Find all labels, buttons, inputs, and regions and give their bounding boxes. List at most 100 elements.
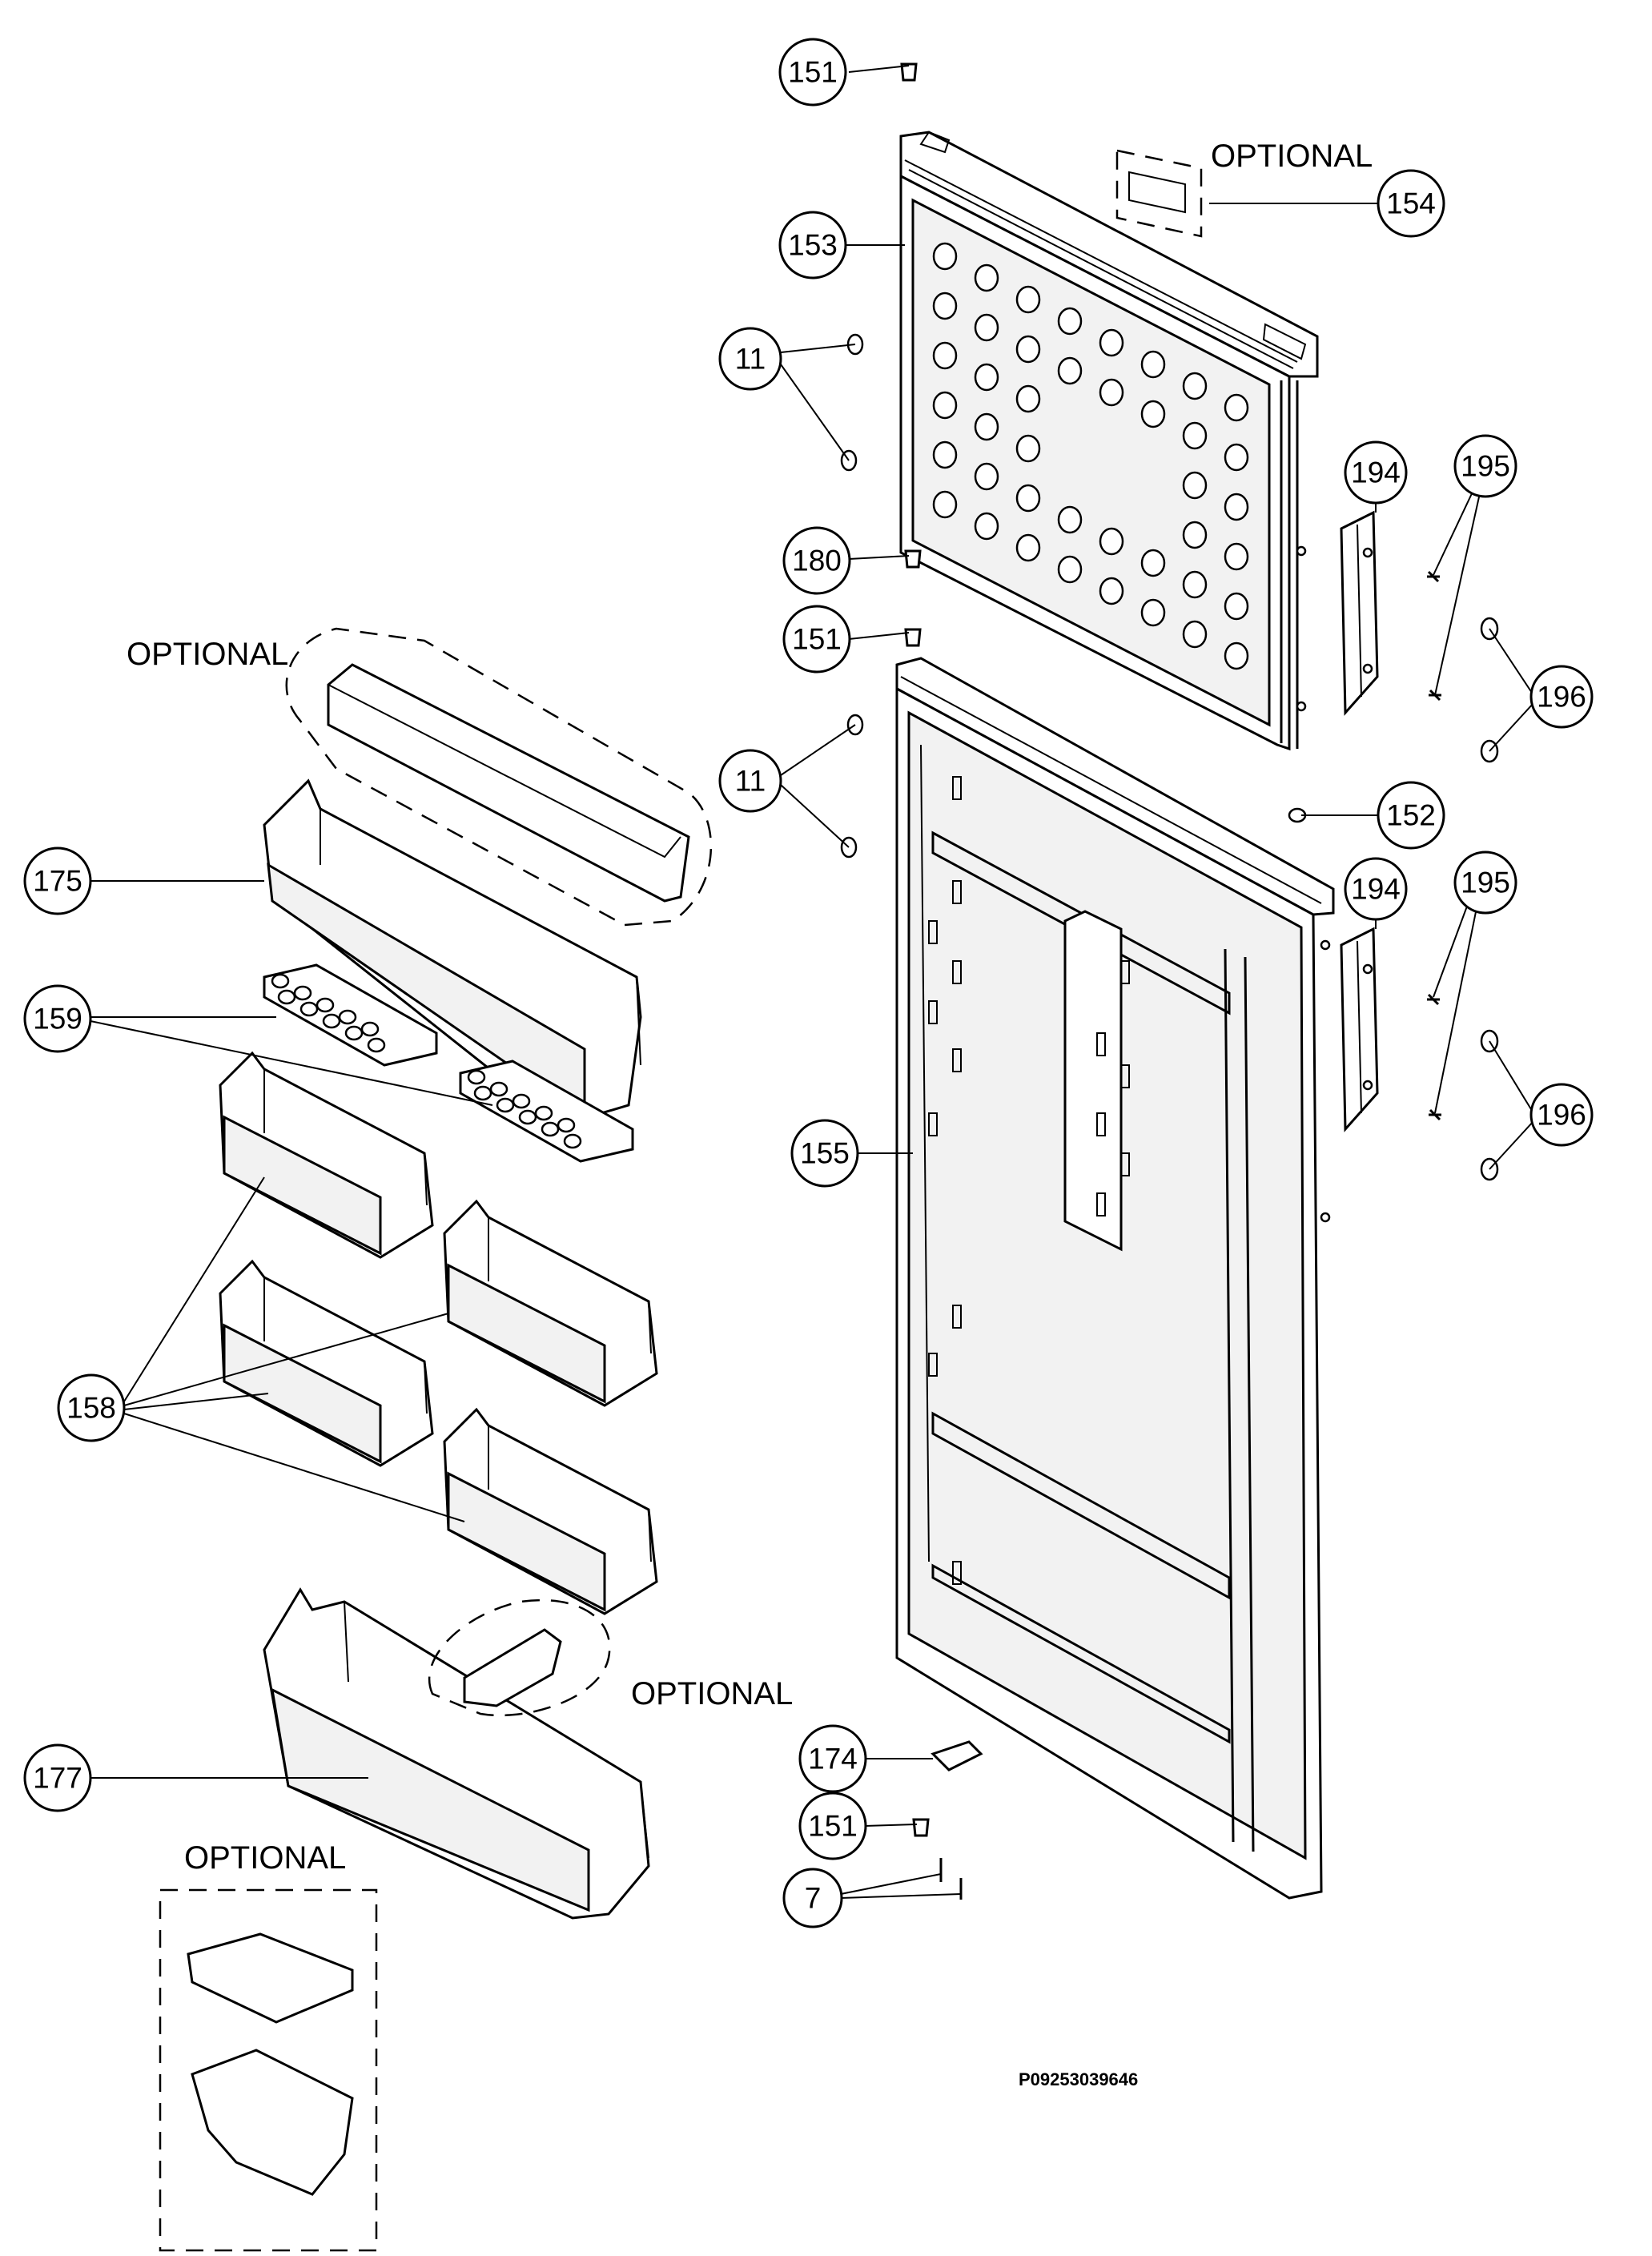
freezer-dimple	[974, 512, 999, 541]
callout-195-upper-label: 195	[1461, 450, 1510, 483]
drawing-code: P09253039646	[1019, 2069, 1138, 2089]
callout-174: 174	[798, 1724, 867, 1793]
callout-194-upper-label: 194	[1351, 456, 1401, 489]
callout-158: 158	[57, 1373, 126, 1442]
callout-175: 175	[23, 847, 92, 915]
callout-7: 7	[782, 1868, 843, 1928]
callout-11-upper: 11	[718, 327, 782, 391]
bin-175	[263, 778, 642, 1127]
door-slot	[928, 1353, 938, 1377]
callout-153: 153	[778, 211, 847, 279]
freezer-dimple	[1224, 592, 1249, 621]
egg-hole	[360, 1021, 380, 1037]
freezer-dimple	[1015, 384, 1041, 413]
bin-158-edge	[263, 1069, 428, 1206]
freezer-dimple	[1140, 350, 1166, 379]
egg-hole	[557, 1117, 576, 1133]
freezer-door	[899, 131, 1319, 751]
callout-151-middle-label: 151	[792, 623, 842, 656]
freezer-dimple	[1099, 328, 1124, 357]
egg-hole	[512, 1093, 531, 1109]
callout-196-lower-label: 196	[1537, 1099, 1586, 1132]
door-slot	[952, 776, 962, 800]
freezer-dimple	[1057, 307, 1083, 336]
freezer-dimple	[1099, 378, 1124, 407]
hinge-upper	[1340, 510, 1379, 716]
callout-151-top: 151	[778, 38, 847, 107]
freezer-dimple	[932, 490, 958, 519]
freezer-dimple	[1015, 285, 1041, 314]
callout-180: 180	[782, 526, 851, 595]
freezer-dimple	[1182, 372, 1208, 400]
door-slot	[928, 920, 938, 944]
egg-hole	[293, 985, 312, 1001]
freezer-dimple	[1224, 393, 1249, 422]
callout-194-lower-label: 194	[1351, 873, 1401, 906]
egg-hole	[338, 1009, 357, 1025]
optional-label-left: OPTIONAL	[127, 637, 288, 672]
callout-7-label: 7	[805, 1882, 822, 1915]
freezer-dimple	[974, 462, 999, 491]
callout-154: 154	[1377, 169, 1445, 238]
callout-154-label: 154	[1386, 187, 1436, 220]
freezer-dimple	[932, 341, 958, 370]
freezer-dimple	[974, 263, 999, 292]
fastener-151	[904, 549, 922, 569]
egg-hole	[322, 1013, 341, 1029]
callout-195-upper: 195	[1453, 434, 1517, 498]
callout-174-label: 174	[808, 1743, 858, 1775]
door-slot	[952, 1561, 962, 1585]
callout-196-upper: 196	[1529, 665, 1594, 729]
fastener-151	[900, 62, 918, 82]
door-slot	[928, 1112, 938, 1136]
freezer-dimple	[1182, 471, 1208, 500]
bin-158-edge	[488, 1217, 652, 1354]
freezer-dimple	[1057, 555, 1083, 584]
freezer-dimple	[1015, 335, 1041, 364]
freezer-dimple	[932, 391, 958, 420]
callout-194-upper: 194	[1344, 440, 1408, 505]
door-slot	[1096, 1112, 1106, 1136]
door-slot	[928, 1000, 938, 1024]
screw-7	[939, 1858, 963, 1900]
bin-158-front	[223, 1115, 382, 1256]
bin-158-front	[447, 1471, 606, 1612]
door-slot	[1120, 1152, 1130, 1176]
egg-hole	[344, 1025, 364, 1041]
callout-155: 155	[790, 1119, 859, 1188]
freezer-dimple	[1015, 484, 1041, 513]
callout-153-label: 153	[788, 229, 838, 262]
freezer-dimple	[1182, 421, 1208, 450]
freezer-dimple	[974, 363, 999, 392]
freezer-dimple	[1224, 641, 1249, 670]
fridge-door	[895, 657, 1335, 1900]
freezer-dimple	[1224, 493, 1249, 521]
callout-155-label: 155	[800, 1137, 850, 1170]
optional-label-middle: OPTIONAL	[631, 1676, 793, 1711]
hinge-lower	[1340, 927, 1379, 1132]
callout-159: 159	[23, 984, 92, 1053]
callout-11-upper-label: 11	[735, 343, 766, 376]
egg-hole	[489, 1081, 508, 1097]
freezer-dimple	[932, 242, 958, 271]
callout-195-lower: 195	[1453, 851, 1517, 915]
egg-tray-lower	[459, 1060, 634, 1163]
bins-158	[219, 1051, 658, 1615]
callout-196-upper-label: 196	[1537, 681, 1586, 714]
leader-lines	[90, 65, 1534, 1899]
door-slot	[952, 1305, 962, 1329]
screw-195	[1427, 570, 1440, 583]
bracket-174	[931, 1740, 983, 1771]
freezer-door-dimples	[932, 242, 1249, 670]
bin-158-edge	[263, 1277, 428, 1414]
screw-195	[1429, 1108, 1441, 1121]
egg-hole	[299, 1001, 319, 1017]
egg-hole	[541, 1121, 560, 1137]
callout-177-label: 177	[33, 1762, 82, 1795]
bin-177	[263, 1587, 650, 1920]
egg-hole	[563, 1133, 582, 1149]
freezer-dimple	[1057, 356, 1083, 385]
fastener-151	[904, 628, 922, 647]
freezer-dimple	[1140, 549, 1166, 577]
egg-hole	[467, 1069, 486, 1085]
